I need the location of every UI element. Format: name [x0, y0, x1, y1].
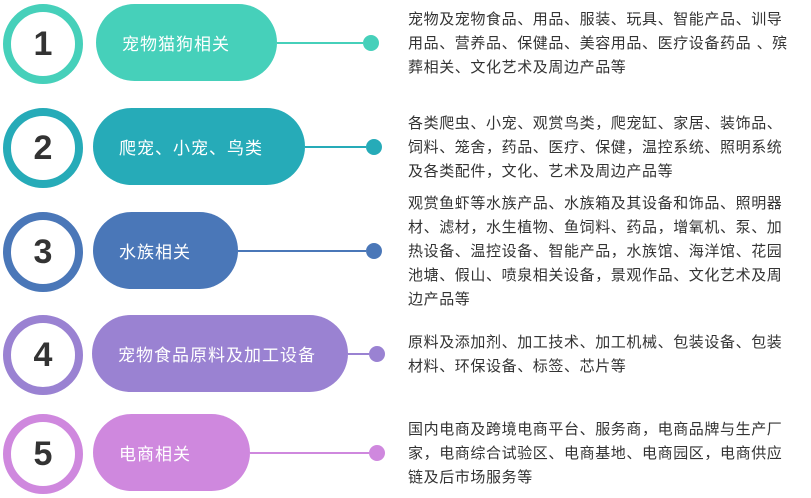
- description-line: 及各类配件，文化、艺术及周边产品等: [408, 162, 674, 180]
- number-label: 3: [33, 232, 53, 271]
- number-label: 5: [33, 434, 53, 473]
- connector-line: [277, 42, 363, 44]
- description-line: 国内电商及跨境电商平台、服务商，电商品牌与生产厂: [408, 420, 783, 438]
- number-badge: 1: [3, 4, 83, 84]
- connector-line: [238, 250, 366, 252]
- category-row: 3 水族相关 观赏鱼虾等水族产品、水族箱及其设备和饰品、照明器材、滤材，水生植物…: [0, 194, 811, 308]
- category-title: 爬宠、小宠、鸟类: [119, 139, 263, 159]
- number-badge: 5: [3, 414, 83, 494]
- description-line: 池塘、假山、喷泉相关设备，景观作品、文化艺术及周: [408, 266, 783, 284]
- category-title: 电商相关: [119, 445, 191, 465]
- category-description: 各类爬虫、小宠、观赏鸟类，爬宠缸、家居、装饰品、饲料、笼舍，药品、医疗、保健，温…: [408, 111, 808, 183]
- category-title-pill: 宠物食品原料及加工设备: [92, 315, 348, 392]
- category-description: 国内电商及跨境电商平台、服务商，电商品牌与生产厂家，电商综合试验区、电商基地、电…: [408, 417, 808, 489]
- connector-dot: [369, 346, 385, 362]
- connector-dot: [363, 35, 379, 51]
- description-line: 用品、营养品、保健品、美容用品、医疗设备药品 、殡: [408, 34, 788, 52]
- description-line: 家，电商综合试验区、电商基地、电商园区，电商供应: [408, 444, 783, 462]
- connector-line: [305, 146, 366, 148]
- category-title-pill: 水族相关: [93, 212, 238, 289]
- description-line: 边产品等: [408, 290, 471, 308]
- category-row: 4 宠物食品原料及加工设备 原料及添加剂、加工技术、加工机械、包装设备、包装材料…: [0, 314, 811, 395]
- category-title-pill: 爬宠、小宠、鸟类: [93, 108, 305, 185]
- number-label: 2: [33, 128, 53, 167]
- category-title: 水族相关: [119, 243, 191, 263]
- category-row: 2 爬宠、小宠、鸟类 各类爬虫、小宠、观赏鸟类，爬宠缸、家居、装饰品、饲料、笼舍…: [0, 107, 811, 188]
- category-description: 原料及添加剂、加工技术、加工机械、包装设备、包装材料、环保设备、标签、芯片等: [408, 330, 808, 378]
- connector-dot: [366, 243, 382, 259]
- number-label: 4: [33, 335, 53, 374]
- connector-line: [250, 452, 369, 454]
- number-label: 1: [33, 24, 53, 63]
- description-line: 原料及添加剂、加工技术、加工机械、包装设备、包装: [408, 333, 783, 351]
- description-line: 葬相关、文化艺术及周边产品等: [408, 58, 627, 76]
- connector-line: [348, 353, 369, 355]
- description-line: 材料、环保设备、标签、芯片等: [408, 357, 627, 375]
- category-row: 5 电商相关 国内电商及跨境电商平台、服务商，电商品牌与生产厂家，电商综合试验区…: [0, 413, 811, 494]
- category-title-pill: 宠物猫狗相关: [96, 4, 277, 81]
- description-line: 各类爬虫、小宠、观赏鸟类，爬宠缸、家居、装饰品、: [408, 114, 783, 132]
- category-title: 宠物猫狗相关: [122, 35, 230, 55]
- category-title: 宠物食品原料及加工设备: [118, 346, 316, 366]
- category-description: 观赏鱼虾等水族产品、水族箱及其设备和饰品、照明器材、滤材，水生植物、鱼饲料、药品…: [408, 191, 808, 311]
- description-line: 热设备、温控设备、智能产品，水族馆、海洋馆、花园: [408, 242, 783, 260]
- connector-dot: [366, 139, 382, 155]
- description-line: 材、滤材，水生植物、鱼饲料、药品，增氧机、泵、加: [408, 218, 783, 236]
- description-line: 链及后市场服务等: [408, 468, 533, 486]
- category-row: 1 宠物猫狗相关 宠物及宠物食品、用品、服装、玩具、智能产品、训导用品、营养品、…: [0, 3, 811, 84]
- description-line: 宠物及宠物食品、用品、服装、玩具、智能产品、训导: [408, 10, 783, 28]
- number-badge: 3: [3, 212, 83, 292]
- number-badge: 4: [3, 315, 83, 395]
- number-badge: 2: [3, 108, 83, 188]
- connector-dot: [369, 445, 385, 461]
- category-title-pill: 电商相关: [93, 414, 250, 491]
- description-line: 饲料、笼舍，药品、医疗、保健，温控系统、照明系统: [408, 138, 783, 156]
- category-description: 宠物及宠物食品、用品、服装、玩具、智能产品、训导用品、营养品、保健品、美容用品、…: [408, 7, 808, 79]
- description-line: 观赏鱼虾等水族产品、水族箱及其设备和饰品、照明器: [408, 194, 783, 212]
